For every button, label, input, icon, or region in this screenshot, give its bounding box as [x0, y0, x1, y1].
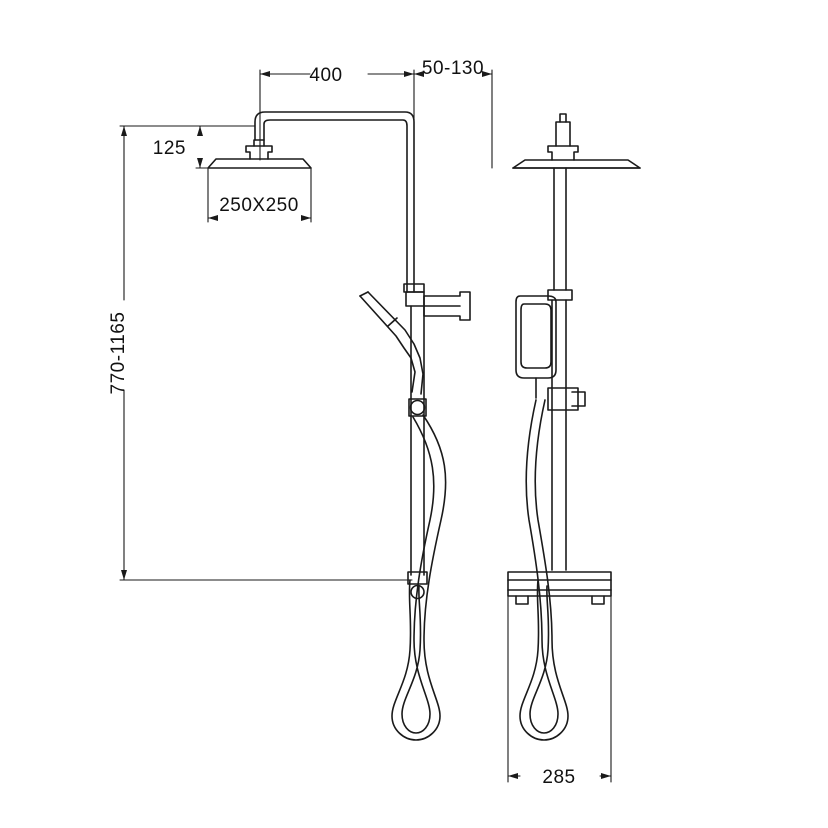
mixer-handle-left — [515, 595, 529, 605]
rail-slider-side-lever — [571, 391, 586, 407]
dim-label-400: 400 — [309, 65, 342, 86]
hand-shower-neck-line — [387, 317, 398, 327]
hand-shower-side-inner — [520, 303, 552, 369]
dim-label-250x250: 250X250 — [219, 195, 299, 216]
dimension-arrowheads — [121, 71, 611, 779]
hand-shower-side-body — [515, 295, 557, 379]
shower-hose-side — [519, 399, 569, 741]
shower-head-front — [207, 158, 312, 169]
shower-hose-front-inner — [401, 416, 435, 734]
mixer-bar-side — [507, 571, 612, 597]
rail-slider-side — [547, 387, 579, 411]
shower-head-stem — [253, 139, 265, 147]
hand-shower-body-right — [367, 291, 424, 395]
shower-head-side — [512, 159, 641, 169]
shower-head-tip-side — [559, 113, 567, 123]
dim-label-285: 285 — [542, 767, 575, 788]
hand-shower-face — [359, 291, 369, 297]
hand-shower-body-left — [359, 295, 416, 393]
rail-slider-bracket — [408, 398, 427, 417]
shower-head-stem-side — [555, 121, 571, 147]
mixer-handle-right — [591, 595, 605, 605]
diverter-body-side — [547, 289, 573, 301]
dim-label-770-1165: 770-1165 — [108, 312, 129, 395]
shower-arm — [254, 111, 415, 293]
shower-head-connector-side — [547, 145, 579, 161]
shower-hose-side-inner — [525, 399, 559, 734]
shower-arm-inner — [263, 119, 408, 293]
rail-slider-knob — [409, 399, 426, 416]
shower-hose-front — [391, 414, 447, 741]
dim-label-50-130: 50-130 — [422, 58, 484, 79]
front-view — [207, 111, 471, 741]
side-view — [507, 113, 641, 741]
diverter-body-front — [405, 291, 425, 307]
dim-label-125: 125 — [153, 138, 186, 159]
shower-head-connector — [245, 145, 273, 160]
diverter-handle-front — [423, 291, 471, 321]
